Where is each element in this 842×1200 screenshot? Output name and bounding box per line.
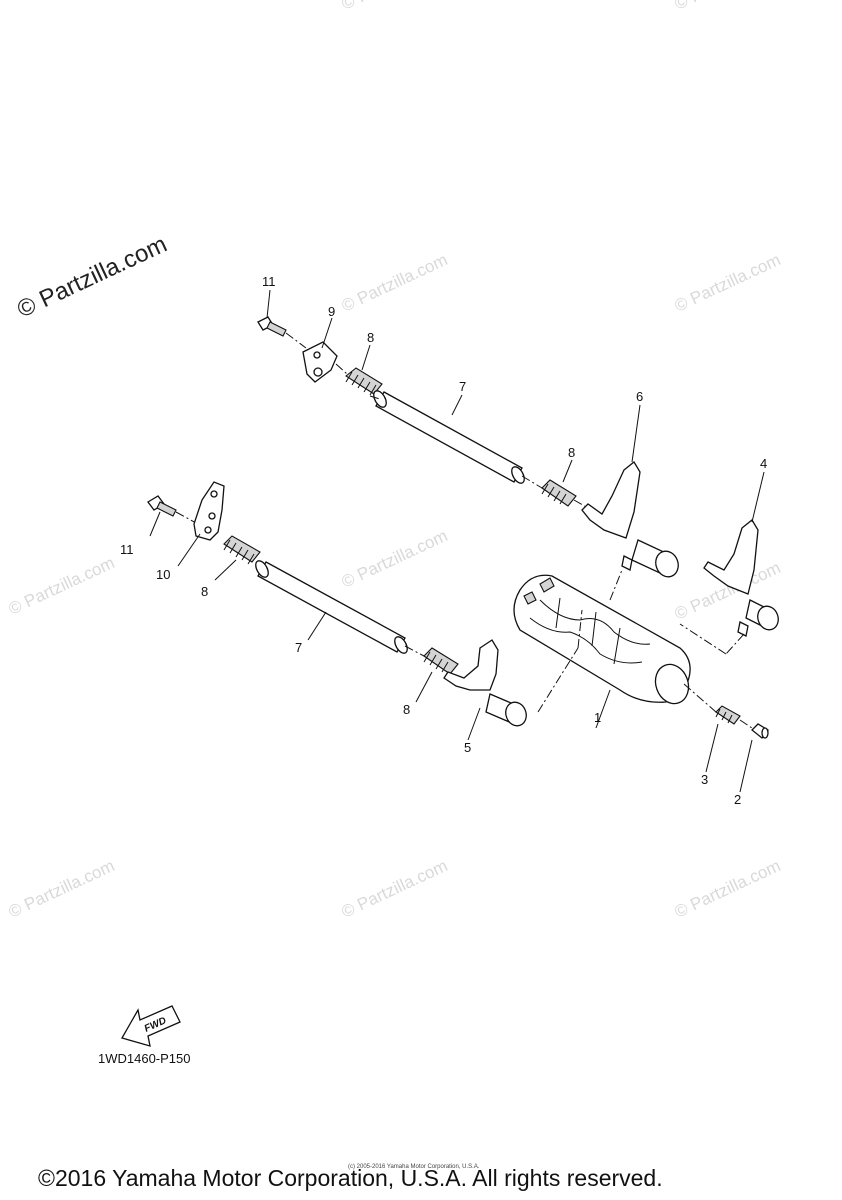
callout-8-upper-left: 8 <box>367 330 374 345</box>
callout-11-lower: 11 <box>120 542 134 557</box>
callout-labels: 1 2 3 4 5 6 7 7 8 8 8 8 9 10 11 11 <box>120 274 767 807</box>
watermark: © Partzilla.com <box>339 856 451 922</box>
spring-8-lower-right <box>415 647 459 703</box>
shaft-7-lower <box>255 560 425 657</box>
watermark-layer: © Partzilla.com © Partzilla.com © Partzi… <box>6 0 784 922</box>
spring-8-upper-right <box>541 459 589 509</box>
watermark: © Partzilla.com <box>672 0 784 14</box>
shaft-7-upper <box>369 390 543 489</box>
spring-8-lower-left <box>214 535 261 581</box>
shift-fork-4 <box>679 471 779 655</box>
stopper-lever-10 <box>177 481 225 567</box>
shift-fork-5 <box>443 639 527 741</box>
watermark: © Partzilla.com <box>6 553 118 619</box>
callout-9: 9 <box>328 304 335 319</box>
callout-11-upper: 11 <box>262 274 276 289</box>
callout-1: 1 <box>594 710 601 725</box>
watermark: © Partzilla.com <box>339 0 451 14</box>
callout-10: 10 <box>156 567 170 582</box>
callout-7-upper: 7 <box>459 379 466 394</box>
callout-8-lower-right: 8 <box>403 702 410 717</box>
callout-8-upper-right: 8 <box>568 445 575 460</box>
shift-fork-6 <box>581 404 679 578</box>
watermark: © Partzilla.com <box>672 250 784 316</box>
watermark: © Partzilla.com <box>339 250 451 316</box>
callout-5: 5 <box>464 740 471 755</box>
spring-3 <box>705 705 753 773</box>
lower-assembly <box>147 481 527 741</box>
callout-2: 2 <box>734 792 741 807</box>
callout-6: 6 <box>636 389 643 404</box>
callout-7-lower: 7 <box>295 640 302 655</box>
bolt-11-lower <box>147 495 199 537</box>
watermark-main: © Partzilla.com <box>13 231 171 324</box>
copyright-notice: ©2016 Yamaha Motor Corporation, U.S.A. A… <box>38 1165 663 1191</box>
callout-4: 4 <box>760 456 767 471</box>
pin-2 <box>739 723 769 793</box>
small-copyright: (c) 2005-2016 Yamaha Motor Corporation, … <box>348 1164 480 1170</box>
fwd-arrow: FWD <box>121 1005 181 1047</box>
shift-drum-1 <box>513 569 717 729</box>
watermark: © Partzilla.com <box>6 856 118 922</box>
watermark: © Partzilla.com <box>672 856 784 922</box>
stopper-plate-9 <box>285 317 338 383</box>
bolt-11-upper <box>257 289 287 337</box>
callout-8-lower-left: 8 <box>201 584 208 599</box>
watermark: © Partzilla.com <box>339 526 451 592</box>
spring-8-upper-left <box>335 344 383 396</box>
diagram-code: 1WD1460-P150 <box>98 1051 191 1066</box>
callout-3: 3 <box>701 772 708 787</box>
upper-assembly <box>257 289 679 578</box>
